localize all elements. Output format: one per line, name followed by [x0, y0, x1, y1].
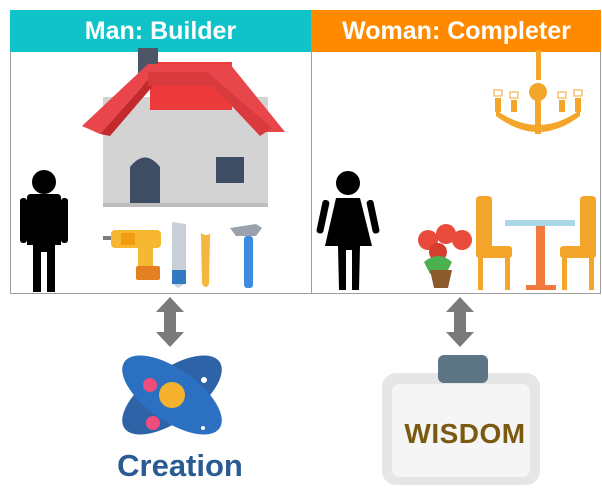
wrench-icon: [199, 221, 213, 287]
hammer-icon: [230, 224, 262, 288]
atom-icon: [122, 355, 222, 435]
woman-figure-icon: [316, 171, 380, 290]
dining-table-icon: [505, 220, 575, 290]
creation-label: Creation: [117, 448, 243, 483]
man-figure-icon: [20, 170, 68, 292]
woman-completer-header: Woman: Completer: [312, 10, 601, 52]
drill-icon: [103, 230, 161, 280]
chair-icon: [476, 196, 512, 290]
double-arrow-icon: [156, 297, 184, 347]
chair-icon: [560, 196, 596, 290]
board-icon: [382, 355, 540, 485]
wisdom-label: WISDOM: [404, 418, 526, 449]
chandelier-icon: [493, 50, 583, 134]
house-icon: [82, 48, 285, 207]
panel-divider: [311, 10, 312, 294]
man-builder-header: Man: Builder: [10, 10, 311, 52]
double-arrow-icon: [446, 297, 474, 347]
saw-icon: [172, 222, 186, 288]
flower-pot-icon: [418, 224, 472, 288]
